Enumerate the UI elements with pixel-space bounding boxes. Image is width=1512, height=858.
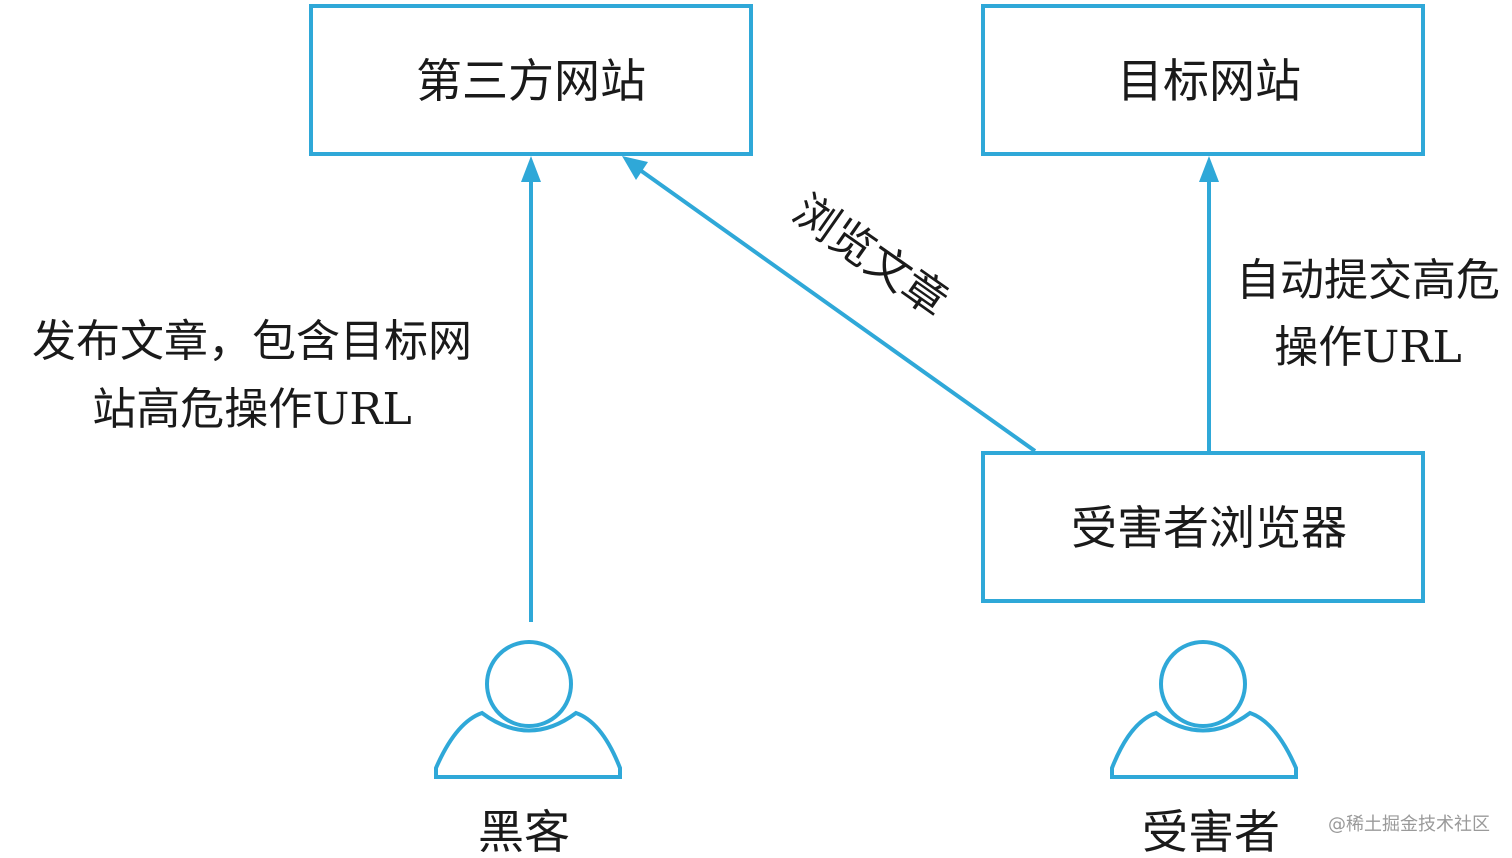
hacker-to-third-party-arrow <box>521 156 541 622</box>
target-edge-label-line2: 操作URL <box>1274 322 1461 373</box>
browser-to-target-arrow <box>1199 156 1219 451</box>
hacker-label: 黑客 <box>478 805 570 858</box>
arrowhead-icon <box>521 156 541 182</box>
victim-browser-box <box>981 451 1425 603</box>
target-site-box <box>981 4 1425 156</box>
person-icon <box>1110 640 1298 779</box>
victim-label: 受害者 <box>1142 805 1280 858</box>
target-edge-label-line1: 自动提交高危 <box>1236 255 1500 306</box>
browser-to-third-party-arrow <box>622 156 1037 453</box>
third-party-site-label: 第三方网站 <box>416 54 646 108</box>
victim-browser-node: 受害者浏览器 <box>981 451 1425 603</box>
watermark-text: @稀土掘金技术社区 <box>1328 814 1490 835</box>
target-site-label: 目标网站 <box>1117 54 1301 108</box>
third-party-site-node: 第三方网站 <box>309 4 753 156</box>
hacker-actor: 黑客 <box>434 640 622 858</box>
target-site-node: 目标网站 <box>981 4 1425 156</box>
arrowhead-icon <box>622 156 648 180</box>
third-party-site-box <box>309 4 753 156</box>
person-icon <box>434 640 622 779</box>
victim-actor: 受害者 <box>1110 640 1298 858</box>
arrowhead-icon <box>1199 156 1219 182</box>
browser-to-third-party-line <box>638 168 1037 453</box>
browser-edge-label: 浏览文章 <box>784 185 957 328</box>
hacker-edge-label-line1: 发布文章，包含目标网 <box>32 316 472 367</box>
hacker-edge-label-line2: 站高危操作URL <box>92 384 411 435</box>
victim-browser-label: 受害者浏览器 <box>1071 501 1347 555</box>
